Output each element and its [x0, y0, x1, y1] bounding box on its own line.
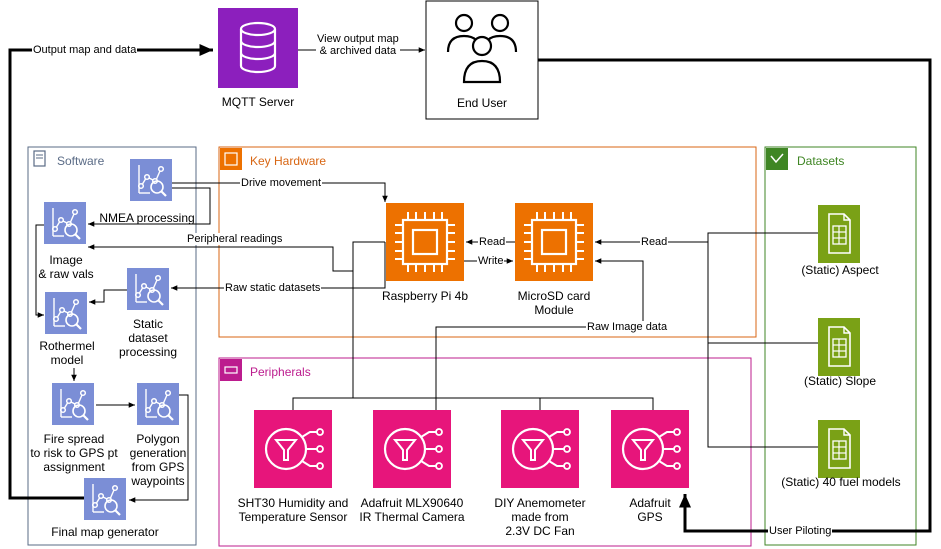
gps-label: Adafruit GPS [629, 496, 671, 524]
slope-label: (Static) Slope [803, 374, 877, 388]
gps-sensor-icon [609, 408, 691, 490]
polygon-generation-label: Polygon generation from GPS waypoints [129, 432, 187, 488]
final-map-generator-label: Final map generator [51, 525, 159, 539]
rothermel-model-icon [43, 290, 89, 336]
microsd-label: MicroSD card Module [517, 289, 591, 317]
sht30-label: SHT30 Humidity and Temperature Sensor [237, 496, 349, 524]
datasets-group [764, 146, 917, 546]
polygon-generation-icon [135, 381, 181, 427]
slope-dataset-icon [817, 317, 861, 377]
anemometer-label: DIY Anemometer made from 2.3V DC Fan [494, 496, 586, 538]
fire-spread-icon [50, 381, 96, 427]
output-map-edge-label: Output map and data [32, 44, 138, 56]
mqtt-server-icon [218, 8, 298, 88]
nmea-processing-label: NMEA processing [99, 211, 195, 225]
aspect-label: (Static) Aspect [801, 263, 879, 277]
microsd-chip-icon [513, 201, 595, 283]
software-group-title: Software [57, 154, 105, 168]
raw-static-datasets-edge-label: Raw static datasets [224, 282, 322, 294]
peripherals-group [218, 357, 752, 547]
image-raw-vals-icon [42, 200, 88, 246]
key-hardware-group-title: Key Hardware [250, 154, 327, 168]
view-output-edge-label: View output map & archived data [316, 33, 400, 57]
read-pi-edge-label: Read [478, 236, 507, 248]
user-piloting-edge-label: User Piloting [768, 525, 833, 537]
static-dataset-processing-icon [125, 266, 171, 312]
mlx90640-camera-icon [371, 408, 453, 490]
raspberry-pi-chip-icon [384, 201, 466, 283]
datasets-group-title: Datasets [797, 154, 845, 168]
drive-movement-edge-label: Drive movement [240, 177, 323, 189]
fire-spread-label: Fire spread to risk to GPS pt assignment [30, 432, 118, 474]
static-dataset-processing-label: Static dataset processing [118, 317, 178, 359]
rothermel-model-label: Rothermel model [39, 339, 95, 367]
fuel-models-dataset-icon [817, 419, 861, 479]
aspect-dataset-icon [817, 204, 861, 264]
sht30-sensor-icon [252, 408, 334, 490]
peripherals-group-title: Peripherals [250, 365, 311, 379]
mqtt-server-label: MQTT Server [221, 95, 295, 109]
mlx90640-label: Adafruit MLX90640 IR Thermal Camera [359, 496, 465, 524]
end-user-label: End User [456, 96, 508, 110]
end-user-icon [425, 0, 539, 120]
raspberry-pi-label: Raspberry Pi 4b [381, 289, 469, 303]
fuel-models-label: (Static) 40 fuel models [781, 475, 901, 489]
anemometer-sensor-icon [499, 408, 581, 490]
nmea-processing-icon [128, 157, 174, 203]
software-group [27, 146, 197, 546]
raw-image-data-edge-label: Raw Image data [586, 321, 669, 333]
read-sd-edge-label: Read [640, 236, 669, 248]
image-raw-vals-label: Image & raw vals [38, 253, 94, 281]
peripheral-readings-edge-label: Peripheral readings [186, 233, 284, 245]
write-sd-edge-label: Write [477, 255, 505, 267]
